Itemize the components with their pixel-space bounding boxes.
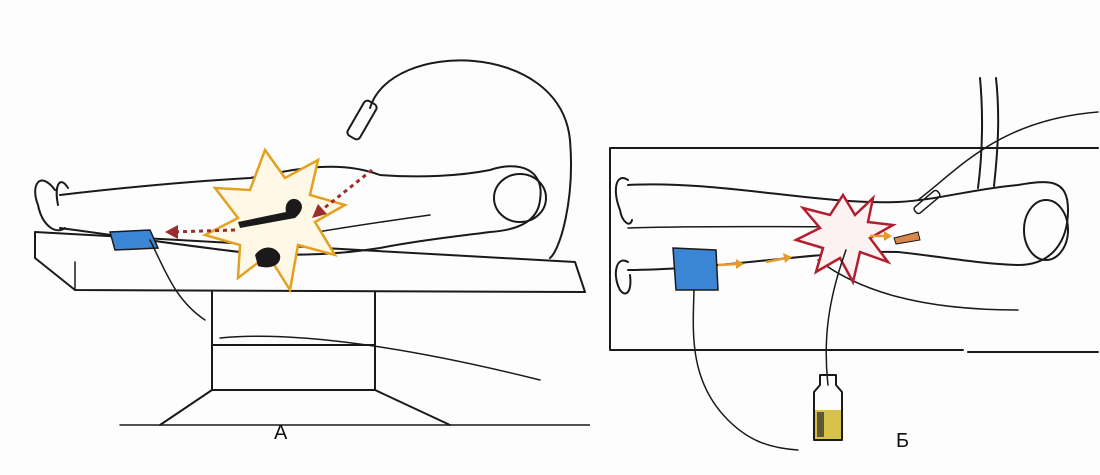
cable-arc xyxy=(370,60,571,258)
panel-a: A xyxy=(0,0,590,475)
panel-b-drawing xyxy=(598,0,1100,475)
panel-a-drawing xyxy=(0,0,590,475)
current-burst-top-icon xyxy=(796,195,893,282)
floor-line xyxy=(120,336,590,425)
panel-b-label: Б xyxy=(896,430,909,453)
panel-b: Б xyxy=(598,0,1100,475)
pad-wire-top xyxy=(693,290,798,450)
table-pedestal xyxy=(212,292,375,390)
patient-head-top xyxy=(1024,200,1068,260)
patient-feet-top xyxy=(616,178,632,293)
arrow-head-left-icon xyxy=(165,225,178,239)
panel-a-label: A xyxy=(274,422,287,445)
current-arrow-diagonal xyxy=(318,170,372,213)
table-base xyxy=(160,345,450,425)
table-edge xyxy=(35,232,75,290)
return-pad-top-icon xyxy=(673,248,718,290)
drain-tube xyxy=(826,250,846,385)
organ-icon xyxy=(894,232,920,244)
patient-raised-arm xyxy=(978,78,998,188)
current-arrow-left xyxy=(170,230,235,232)
cable-connector-icon xyxy=(346,99,378,141)
patient-feet xyxy=(35,181,68,231)
bottle-shadow xyxy=(817,412,824,437)
pad-wire xyxy=(150,240,205,320)
patient-head xyxy=(494,174,546,222)
